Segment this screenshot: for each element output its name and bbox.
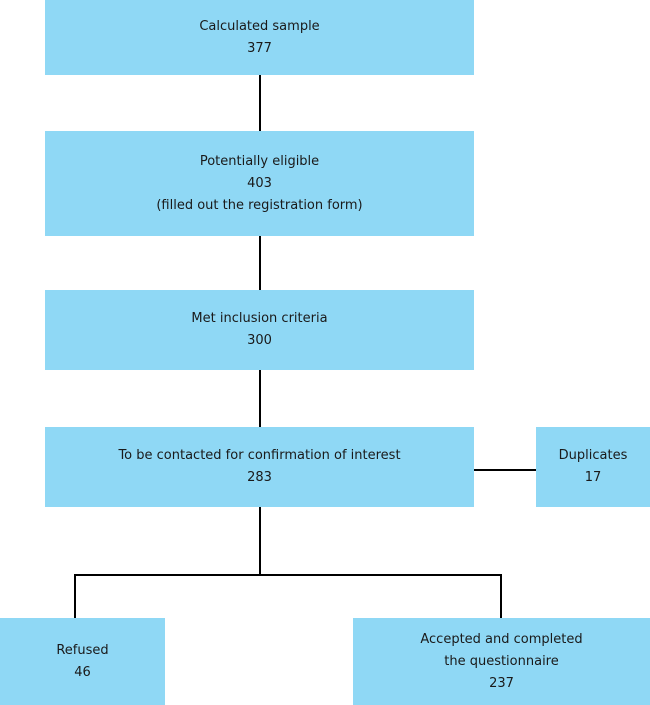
met-inclusion-criteria-box: Met inclusion criteria 300 [45, 290, 474, 370]
to-be-contacted-count: 283 [247, 470, 272, 485]
connector-to-accepted [500, 574, 502, 618]
to-be-contacted-label: To be contacted for confirmation of inte… [118, 448, 401, 463]
connector-split-horizontal [74, 574, 502, 576]
potentially-eligible-count: 403 [247, 175, 272, 191]
connector-contacted-split [259, 507, 261, 576]
to-be-contacted-box: To be contacted for confirmation of inte… [45, 427, 474, 507]
refused-box: Refused 46 [0, 618, 165, 705]
potentially-eligible-label: Potentially eligible [199, 153, 320, 169]
connector-criteria-contacted [259, 370, 261, 427]
met-inclusion-criteria-label: Met inclusion criteria [191, 311, 328, 326]
calculated-sample-count: 377 [247, 40, 272, 56]
duplicates-count: 17 [584, 470, 602, 485]
connector-to-refused [74, 574, 76, 618]
connector-calculated-eligible [259, 75, 261, 131]
met-inclusion-criteria-count: 300 [247, 333, 272, 348]
connector-contacted-duplicates [474, 469, 536, 471]
accepted-box: Accepted and completed the questionnaire… [353, 618, 650, 705]
accepted-count: 237 [489, 675, 514, 691]
refused-count: 46 [74, 664, 91, 680]
accepted-label-line1: Accepted and completed [420, 631, 583, 647]
calculated-sample-box: Calculated sample 377 [45, 0, 474, 75]
duplicates-label: Duplicates [558, 448, 628, 463]
refused-label: Refused [56, 642, 109, 658]
potentially-eligible-note: (filled out the registration form) [156, 197, 363, 213]
potentially-eligible-box: Potentially eligible 403 (filled out the… [45, 131, 474, 236]
accepted-label-line2: the questionnaire [444, 653, 559, 669]
calculated-sample-label: Calculated sample [199, 18, 320, 34]
duplicates-box: Duplicates 17 [536, 427, 650, 507]
connector-eligible-criteria [259, 236, 261, 290]
